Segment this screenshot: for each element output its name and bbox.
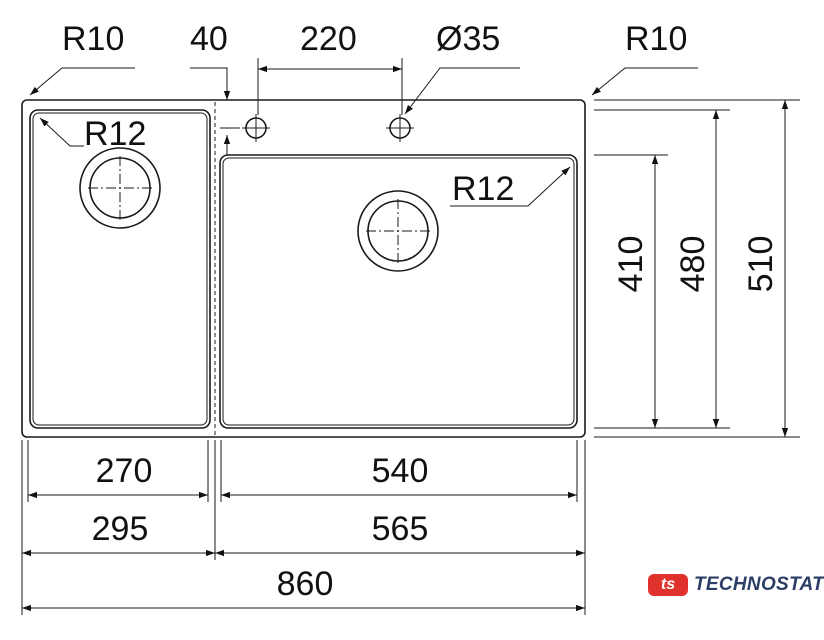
sink-outline [21, 99, 586, 438]
tap-hole-right-icon [386, 114, 414, 142]
tap-diameter-leader [404, 67, 520, 115]
technostatus-logo: ts TECHNOSTATUS [648, 574, 824, 596]
tap-spacing-label: 220 [300, 20, 357, 58]
right-section-width-label: 565 [372, 510, 429, 548]
r12-right-leader [450, 166, 571, 207]
r10-left-leader [29, 67, 135, 96]
r12-left-leader [39, 117, 84, 147]
gap-40-leader [190, 67, 231, 100]
tap-diameter-label: Ø35 [436, 20, 500, 58]
logo-mark: ts [648, 574, 688, 596]
r12-right-label: R12 [452, 170, 514, 208]
right-bowl-inner-edge [222, 157, 575, 426]
overall-depth-label: 510 [742, 236, 780, 293]
left-section-width-label: 295 [92, 510, 149, 548]
gap-40-label: 40 [190, 20, 228, 58]
tap-hole-left-icon [242, 114, 270, 142]
inner-depth-label: 480 [674, 236, 712, 293]
left-drain-icon [79, 147, 161, 229]
bowl-depth-label: 410 [612, 236, 650, 293]
r12-left-label: R12 [84, 115, 146, 153]
left-bowl [29, 109, 211, 429]
left-bowl-width-label: 270 [96, 452, 153, 490]
r10-left-label: R10 [62, 20, 124, 58]
overall-width-label: 860 [277, 565, 334, 603]
left-bowl-inner-edge [32, 112, 208, 426]
right-bowl-width-label: 540 [372, 452, 429, 490]
right-drain-icon [357, 190, 439, 272]
logo-text: TECHNOSTATUS [694, 574, 824, 595]
r10-right-leader [591, 67, 698, 96]
right-bowl [219, 154, 578, 429]
r10-right-label: R10 [625, 20, 687, 58]
